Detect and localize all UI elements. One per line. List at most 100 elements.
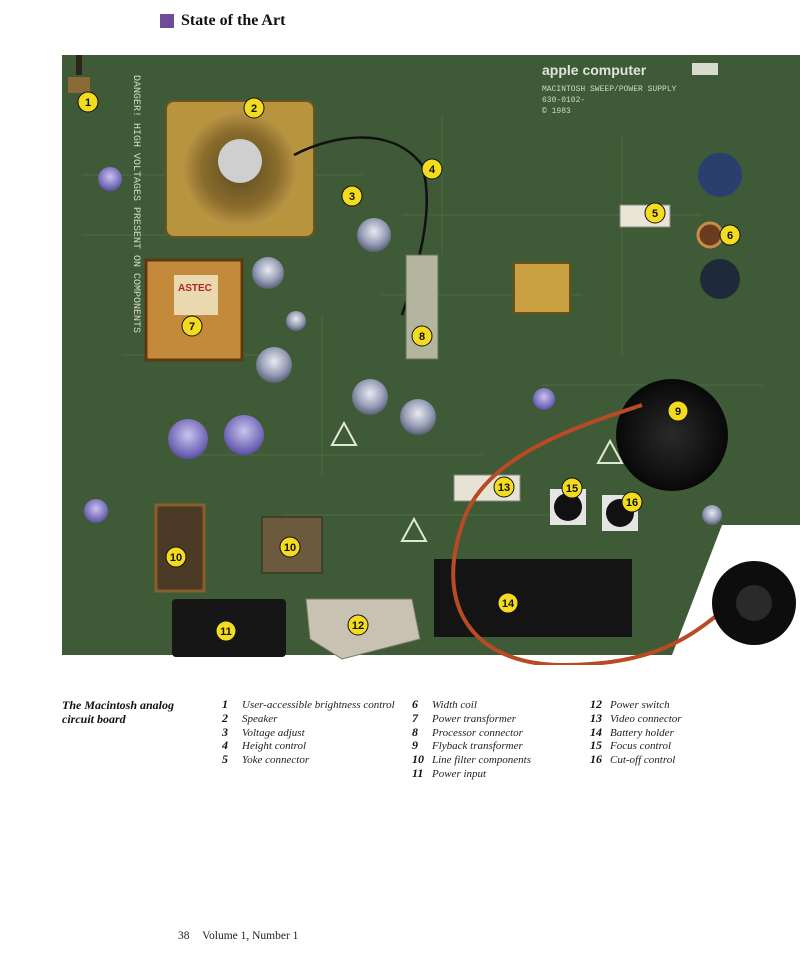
- legend-label: Battery holder: [610, 726, 674, 739]
- marker-15: 15: [561, 477, 583, 499]
- capacitor-group: [252, 218, 722, 525]
- legend-label: Voltage adjust: [242, 726, 305, 739]
- legend-label: Processor connector: [432, 726, 523, 739]
- legend-number: 3: [222, 724, 228, 739]
- red-battery-cable: [451, 403, 724, 665]
- issue-label: Volume 1, Number 1: [202, 930, 299, 942]
- transformer-label-plate: [174, 275, 218, 315]
- legend-label: User-accessible brightness control: [242, 699, 395, 711]
- legend-item: 3 Voltage adjust: [222, 724, 395, 740]
- svg-text:7: 7: [189, 321, 195, 333]
- board-year: © 1983: [542, 107, 571, 116]
- svg-text:2: 2: [251, 103, 257, 115]
- section-color-swatch: [160, 14, 174, 28]
- board-sticker: [692, 63, 718, 75]
- marker-13: 13: [493, 476, 515, 498]
- small-transformer: [513, 262, 571, 314]
- legend-number: 5: [222, 752, 228, 767]
- legend-item: 5 Yoke connector: [222, 752, 395, 767]
- legend-item: 2 Speaker: [222, 710, 395, 726]
- svg-text:12: 12: [352, 620, 364, 632]
- svg-text:4: 4: [429, 164, 436, 176]
- svg-text:5: 5: [652, 208, 658, 220]
- brightness-shaft: [76, 55, 82, 75]
- marker-11: 11: [215, 620, 237, 642]
- section-header: State of the Art: [160, 10, 285, 32]
- legend-label: Power switch: [610, 699, 670, 711]
- svg-text:14: 14: [502, 598, 515, 610]
- marker-10a: 10: [165, 546, 187, 568]
- svg-text:3: 3: [349, 191, 355, 203]
- section-title: State of the Art: [181, 12, 286, 29]
- marker-1: 1: [77, 91, 99, 113]
- marker-7: 7: [181, 315, 203, 337]
- focus-control-knob: [554, 493, 582, 521]
- svg-text:13: 13: [498, 482, 510, 494]
- legend-number: 8: [412, 724, 418, 739]
- legend-label: Focus control: [610, 740, 671, 753]
- legend-label: Video connector: [610, 712, 682, 725]
- legend-number: 12: [590, 697, 602, 711]
- legend-label: Speaker: [242, 712, 278, 725]
- high-voltage-symbols: [330, 420, 624, 542]
- brightness-pot: [68, 77, 90, 93]
- legend-label: Power transformer: [432, 712, 517, 725]
- legend-column-2: 6 Width coil 7 Power transformer 8 Processo…: [412, 697, 531, 781]
- marker-6: 6: [719, 224, 741, 246]
- marker-12: 12: [347, 614, 369, 636]
- svg-text:9: 9: [675, 406, 681, 418]
- flyback-transformer: [616, 379, 728, 491]
- svg-text:15: 15: [566, 483, 578, 495]
- svg-text:11: 11: [220, 626, 232, 638]
- danger-warning-text: DANGER! HIGH VOLTAGES PRESENT ON COMPONE…: [130, 75, 141, 333]
- legend-label: Power input: [432, 767, 487, 780]
- legend-label: Width coil: [432, 699, 477, 711]
- capacitor-group-blue: [84, 153, 742, 523]
- marker-10b: 10: [279, 536, 301, 558]
- marker-5: 5: [644, 202, 666, 224]
- legend-label: Height control: [242, 740, 307, 753]
- svg-text:1: 1: [85, 97, 91, 109]
- figure-caption-title: The Macintosh analog circuit board: [62, 698, 175, 726]
- legend-number: 10: [412, 752, 424, 767]
- legend-item: 15 Focus control: [590, 739, 682, 753]
- marker-2: 2: [243, 97, 265, 119]
- svg-text:10: 10: [284, 542, 296, 554]
- legend-number: 9: [412, 738, 418, 753]
- battery-holder: [434, 559, 632, 637]
- board-brand: apple computer: [542, 62, 647, 78]
- legend-number: 15: [590, 738, 602, 753]
- legend-item: 6 Width coil: [412, 697, 531, 712]
- legend-number: 6: [412, 697, 418, 711]
- board-part-no: 630-0102-: [542, 96, 585, 105]
- legend-item: 9 Flyback transformer: [412, 739, 531, 753]
- legend-item: 8 Processor connector: [412, 724, 531, 740]
- marker-9: 9: [667, 400, 689, 422]
- svg-text:10: 10: [170, 552, 182, 564]
- legend-number: 13: [590, 710, 602, 725]
- circuit-board-photo: apple computer MACINTOSH SWEEP/POWER SUP…: [62, 55, 800, 665]
- svg-text:8: 8: [419, 331, 425, 343]
- legend-label: Cut-off control: [610, 754, 676, 767]
- legend-item: 12 Power switch: [590, 697, 682, 712]
- legend-label: Flyback transformer: [432, 740, 523, 753]
- legend-number: 11: [412, 765, 424, 780]
- legend-number: 4: [222, 738, 228, 753]
- speaker-magnet: [218, 139, 262, 183]
- legend-number: 2: [222, 710, 228, 725]
- legend-item: 4 Height control: [222, 739, 395, 753]
- legend-item: 7 Power transformer: [412, 710, 531, 726]
- marker-14: 14: [497, 592, 519, 614]
- legend-label: Yoke connector: [242, 754, 310, 767]
- width-coil: [696, 221, 724, 249]
- legend-number: 7: [412, 710, 418, 725]
- page-number: 38: [178, 930, 190, 942]
- board-model-line: MACINTOSH SWEEP/POWER SUPPLY: [542, 85, 677, 94]
- board-illustration: apple computer MACINTOSH SWEEP/POWER SUP…: [62, 55, 800, 665]
- transformer-brand: ASTEC: [178, 283, 212, 294]
